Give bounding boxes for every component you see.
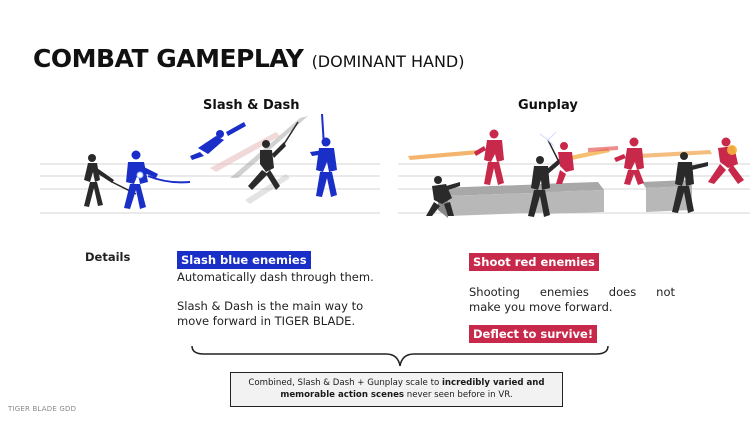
motion-streak [230,116,308,178]
slash-line2a: Slash & Dash is the main way to [177,299,364,313]
slash-line1: Automatically dash through them. [177,270,374,284]
footer-label: TIGER BLADE GDD [8,405,77,413]
motion-streak [210,132,280,172]
curly-brace [191,345,609,367]
gunplay-illustration [398,129,750,218]
gunplay-line1a: Shooting enemies does not [469,285,675,299]
summary-box: Combined, Slash & Dash + Gunplay scale t… [230,372,563,407]
summary-part1: Combined, Slash & Dash + Gunplay scale t… [248,378,442,388]
slash-badge: Slash blue enemies [177,251,311,269]
red-enemy [708,137,744,184]
slash-description: Slash blue enemies Automatically dash th… [177,249,374,329]
title-main: COMBAT GAMEPLAY [33,44,304,73]
gunplay-line1b: make you move forward. [469,300,613,314]
details-label: Details [85,250,131,264]
impact-flash [727,145,737,155]
gunplay-heading: Gunplay [518,98,578,113]
gunplay-badge: Shoot red enemies [469,253,599,271]
cover-block [642,180,692,212]
blue-enemy [316,137,337,197]
summary-bold: incredibly varied and memorable action s… [280,378,545,400]
red-enemy [474,129,504,185]
gunplay-description: Shoot red enemies Shooting enemies does … [469,251,675,343]
bullet-tracer [408,150,480,160]
player-silhouette [672,152,708,213]
player-silhouette [528,156,562,217]
blue-enemy [190,122,246,160]
slash-dash-illustration [40,113,380,214]
bullet-tracer [638,150,712,158]
deflect-badge: Deflect to survive! [469,325,598,343]
slash-line2b: move forward in TIGER BLADE. [177,314,356,328]
title-sub: (DOMINANT HAND) [311,52,465,71]
red-enemy [556,142,574,184]
summary-part2: never seen before in VR. [404,390,513,400]
cover-block [538,182,604,214]
player-silhouette [84,154,114,207]
bullet-tracer [588,146,618,152]
blue-enemy [124,150,158,209]
player-silhouette [248,140,286,190]
motion-streak [245,174,290,204]
slash-heading: Slash & Dash [203,98,300,113]
red-enemy [614,137,644,185]
page-title: COMBAT GAMEPLAY (DOMINANT HAND) [33,44,465,73]
deflect-spark [539,131,557,147]
player-silhouette [426,176,460,216]
